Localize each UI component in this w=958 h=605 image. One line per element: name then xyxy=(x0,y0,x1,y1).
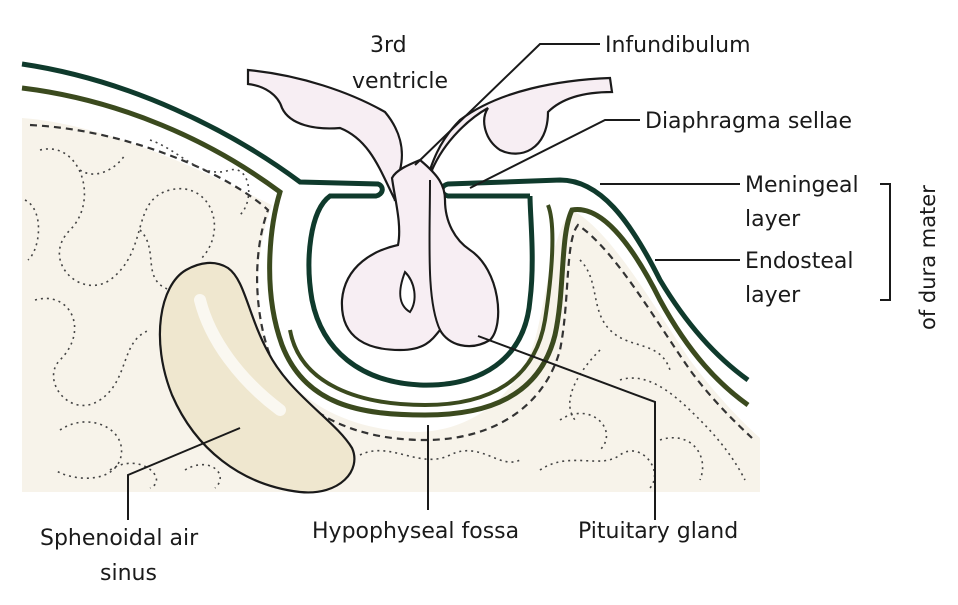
label-endosteal-2: layer xyxy=(745,283,801,308)
pituitary-gland xyxy=(340,158,500,352)
label-sphenoidal-1: Sphenoidal air xyxy=(40,526,199,551)
label-hypophyseal-fossa: Hypophyseal fossa xyxy=(312,519,519,544)
pituitary-cleft xyxy=(399,270,416,314)
label-infundibulum: Infundibulum xyxy=(605,33,751,58)
label-sphenoidal-2: sinus xyxy=(100,561,157,586)
label-diaphragma-sellae: Diaphragma sellae xyxy=(645,109,852,134)
label-meningeal-1: Meningeal xyxy=(745,173,859,198)
dura-mater-bracket xyxy=(880,183,891,301)
label-third-ventricle-1: 3rd xyxy=(370,33,407,58)
endosteal-layer xyxy=(21,85,750,418)
label-endosteal-1: Endosteal xyxy=(745,249,854,274)
pars-division xyxy=(428,179,441,331)
label-pituitary-gland: Pituitary gland xyxy=(578,519,738,544)
label-meningeal-2: layer xyxy=(745,207,801,232)
sinus-highlight xyxy=(194,294,286,416)
leader-lines xyxy=(127,43,740,520)
fossa-inner-lining xyxy=(288,204,555,408)
meningeal-layer-left xyxy=(21,61,535,388)
label-third-ventricle-2: ventricle xyxy=(352,69,448,94)
bone-boundary-left xyxy=(29,123,753,442)
third-ventricle-tissue xyxy=(246,68,614,202)
label-dura-mater: of dura mater xyxy=(916,185,940,330)
